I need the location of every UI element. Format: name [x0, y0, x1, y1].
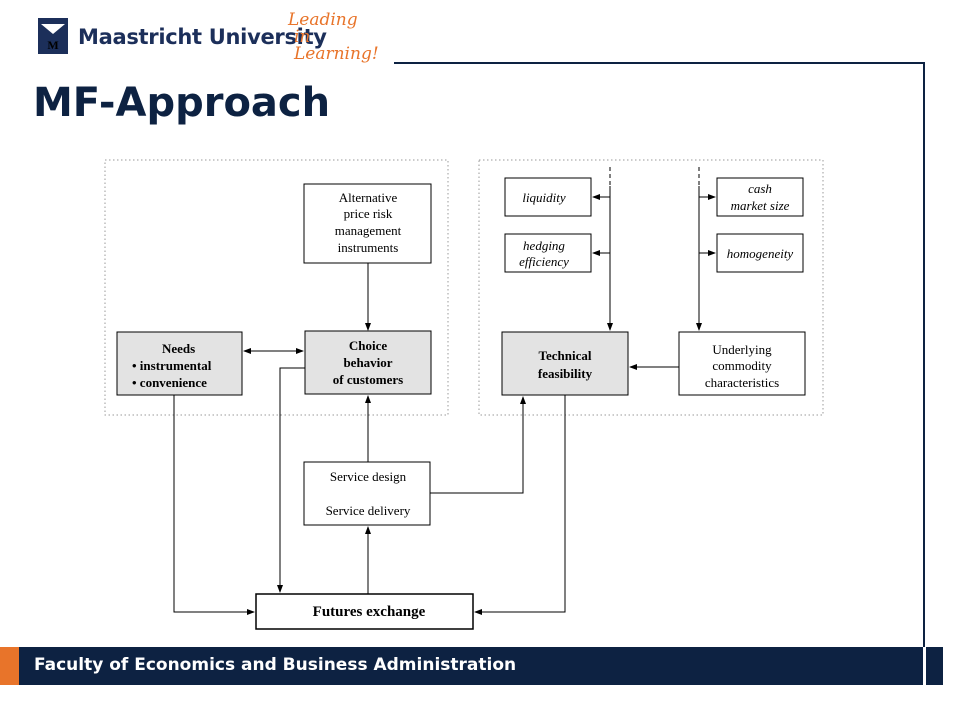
- homogeneity-box: homogeneity: [716, 233, 804, 273]
- needs-box: Needs • instrumental • convenience: [116, 331, 243, 396]
- futures-exchange-box: Futures exchange: [255, 593, 474, 630]
- svg-text:hedging: hedging: [523, 238, 565, 253]
- svg-text:• convenience: • convenience: [132, 375, 207, 390]
- svg-text:of customers: of customers: [333, 372, 403, 387]
- liquidity-box: liquidity: [504, 177, 592, 217]
- hedging-efficiency-box: hedging efficiency: [504, 233, 592, 273]
- svg-text:price risk: price risk: [344, 206, 393, 221]
- technical-feasibility-box: Technical feasibility: [501, 331, 629, 396]
- choice-behavior-box: Choice behavior of customers: [304, 330, 432, 395]
- svg-text:cash: cash: [748, 181, 772, 196]
- footer-accent: [0, 647, 19, 685]
- left-group-outline: [104, 159, 449, 416]
- svg-text:Service delivery: Service delivery: [326, 503, 411, 518]
- frame-top-rule: [394, 62, 925, 64]
- tagline: Leading in Learning!: [288, 12, 388, 63]
- svg-text:Service design: Service design: [330, 469, 407, 484]
- svg-text:behavior: behavior: [343, 355, 392, 370]
- footer-bar: [0, 647, 960, 685]
- tagline-line-1: Leading: [288, 10, 358, 30]
- footer-text: Faculty of Economics and Business Admini…: [34, 655, 517, 675]
- svg-text:• instrumental: • instrumental: [132, 358, 212, 373]
- svg-text:market size: market size: [731, 198, 790, 213]
- svg-text:characteristics: characteristics: [705, 375, 779, 390]
- svg-text:efficiency: efficiency: [519, 254, 569, 269]
- svg-text:M: M: [47, 38, 58, 52]
- svg-text:Technical: Technical: [539, 348, 592, 363]
- svg-text:instruments: instruments: [338, 240, 399, 255]
- svg-text:Alternative: Alternative: [339, 190, 398, 205]
- cash-market-size-box: cash market size: [716, 177, 804, 217]
- footer-band: [19, 647, 923, 685]
- service-box: Service design Service delivery: [303, 461, 431, 526]
- page-title: MF-Approach: [33, 80, 331, 126]
- svg-text:Futures exchange: Futures exchange: [313, 604, 426, 620]
- connectors: [173, 167, 716, 615]
- university-name: Maastricht University: [78, 25, 327, 49]
- svg-text:liquidity: liquidity: [522, 190, 566, 205]
- university-logo-icon: M: [38, 18, 68, 54]
- alternative-instruments-box: Alternative price risk management instru…: [303, 183, 432, 264]
- svg-text:Underlying: Underlying: [712, 342, 772, 357]
- svg-text:Choice: Choice: [349, 338, 388, 353]
- svg-text:feasibility: feasibility: [538, 366, 593, 381]
- underlying-commodity-box: Underlying commodity characteristics: [678, 331, 806, 396]
- svg-text:management: management: [335, 223, 402, 238]
- svg-text:Needs: Needs: [162, 341, 195, 356]
- svg-text:homogeneity: homogeneity: [727, 246, 794, 261]
- footer-band-end: [926, 647, 943, 685]
- right-group-outline: [478, 159, 824, 416]
- frame-right-rule: [923, 62, 925, 647]
- tagline-line-2: in Learning!: [294, 27, 379, 64]
- svg-text:commodity: commodity: [712, 358, 772, 373]
